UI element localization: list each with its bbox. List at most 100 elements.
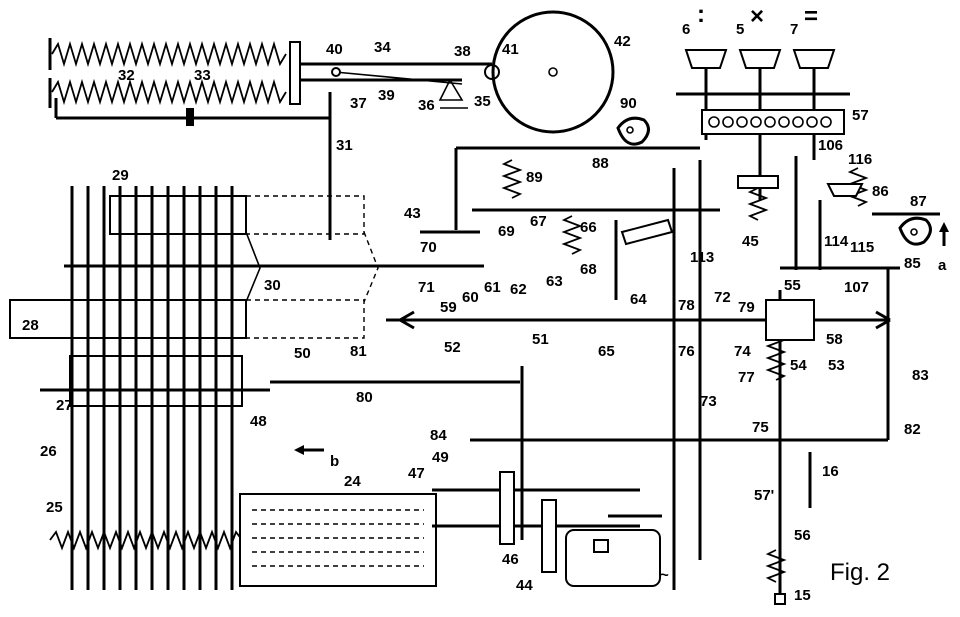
label-76: 76 (678, 343, 695, 360)
register-wheels (9, 195, 891, 407)
label-107: 107 (844, 279, 869, 296)
label-39: 39 (378, 87, 395, 104)
label-38: 38 (454, 43, 471, 60)
label-32: 32 (118, 67, 135, 84)
label-90: 90 (620, 95, 637, 112)
label-87: 87 (910, 193, 927, 210)
symbol-equals: = (804, 3, 818, 30)
label-64: 64 (630, 291, 647, 308)
label-89: 89 (526, 169, 543, 186)
label-41: 41 (502, 41, 519, 58)
label-80: 80 (356, 389, 373, 406)
arrow-b-icon (294, 445, 304, 455)
label-48: 48 (250, 413, 267, 430)
label-35: 35 (474, 93, 491, 110)
label-24: 24 (344, 473, 361, 490)
label-59: 59 (440, 299, 457, 316)
label-31: 31 (336, 137, 353, 154)
arrow-label-a: a (938, 257, 947, 274)
label-75: 75 (752, 419, 769, 436)
label-82: 82 (904, 421, 921, 438)
label-55: 55 (784, 277, 801, 294)
input-arrows: a b (294, 222, 949, 470)
label-81: 81 (350, 343, 367, 360)
reference-labels: 6 5 7 42 41 40 34 38 32 33 37 39 36 35 9… (22, 21, 929, 604)
label-116: 116 (848, 151, 872, 168)
label-60: 60 (462, 289, 479, 306)
label-57: 57 (852, 107, 869, 124)
label-68: 68 (580, 261, 597, 278)
label-85: 85 (904, 255, 921, 272)
upper-spring-assembly (48, 38, 500, 240)
label-65: 65 (598, 343, 615, 360)
label-79: 79 (738, 299, 755, 316)
label-58: 58 (826, 331, 843, 348)
label-63: 63 (546, 273, 563, 290)
label-47: 47 (408, 465, 425, 482)
label-52: 52 (444, 339, 461, 356)
label-46: 46 (502, 551, 519, 568)
label-36: 36 (418, 97, 435, 114)
label-83: 83 (912, 367, 929, 384)
disc-42 (438, 10, 615, 134)
label-51: 51 (532, 331, 549, 348)
label-50: 50 (294, 345, 311, 362)
label-69: 69 (498, 223, 515, 240)
symbol-multiply: × (750, 3, 764, 30)
label-37: 37 (350, 95, 367, 112)
label-84: 84 (430, 427, 447, 444)
label-106: 106 (818, 137, 843, 154)
storage-box-24 (239, 493, 437, 587)
vertical-rods (40, 186, 520, 590)
power-symbol: ~ (660, 567, 669, 584)
operator-symbols: : × = (697, 1, 818, 30)
label-5: 5 (736, 21, 744, 38)
label-73: 73 (700, 393, 717, 410)
label-115: 115 (850, 239, 874, 256)
label-7: 7 (790, 21, 798, 38)
label-30: 30 (264, 277, 281, 294)
label-113: 113 (690, 249, 714, 266)
label-74: 74 (734, 343, 751, 360)
label-33: 33 (194, 67, 211, 84)
label-56: 56 (794, 527, 811, 544)
label-62: 62 (510, 281, 527, 298)
label-77: 77 (738, 369, 755, 386)
label-88: 88 (592, 155, 609, 172)
label-61: 61 (484, 279, 501, 296)
label-66: 66 (580, 219, 597, 236)
label-53: 53 (828, 357, 845, 374)
label-49: 49 (432, 449, 449, 466)
label-44: 44 (516, 577, 533, 594)
cams (616, 116, 932, 246)
label-70: 70 (420, 239, 437, 256)
label-15: 15 (794, 587, 811, 604)
label-54: 54 (790, 357, 807, 374)
label-25: 25 (46, 499, 63, 516)
label-42: 42 (614, 33, 631, 50)
rack-and-spring (765, 290, 815, 605)
label-86: 86 (872, 183, 889, 200)
figure-caption: Fig. 2 (830, 559, 890, 586)
label-43: 43 (404, 205, 421, 222)
arrow-a-icon (939, 222, 949, 232)
gears-and-motor (432, 366, 662, 587)
label-78: 78 (678, 297, 695, 314)
label-34: 34 (374, 39, 391, 56)
linkage-network (420, 146, 940, 590)
label-67: 67 (530, 213, 547, 230)
label-16: 16 (822, 463, 839, 480)
label-28: 28 (22, 317, 39, 334)
label-45: 45 (742, 233, 759, 250)
label-26: 26 (40, 443, 57, 460)
label-114: 114 (824, 233, 849, 250)
label-71: 71 (418, 279, 435, 296)
label-29: 29 (112, 167, 129, 184)
label-72: 72 (714, 289, 731, 306)
label-57prime: 57' (754, 487, 774, 504)
symbol-divide: : (697, 1, 705, 28)
label-40: 40 (326, 41, 343, 58)
arrow-label-b: b (330, 453, 339, 470)
label-6: 6 (682, 21, 690, 38)
